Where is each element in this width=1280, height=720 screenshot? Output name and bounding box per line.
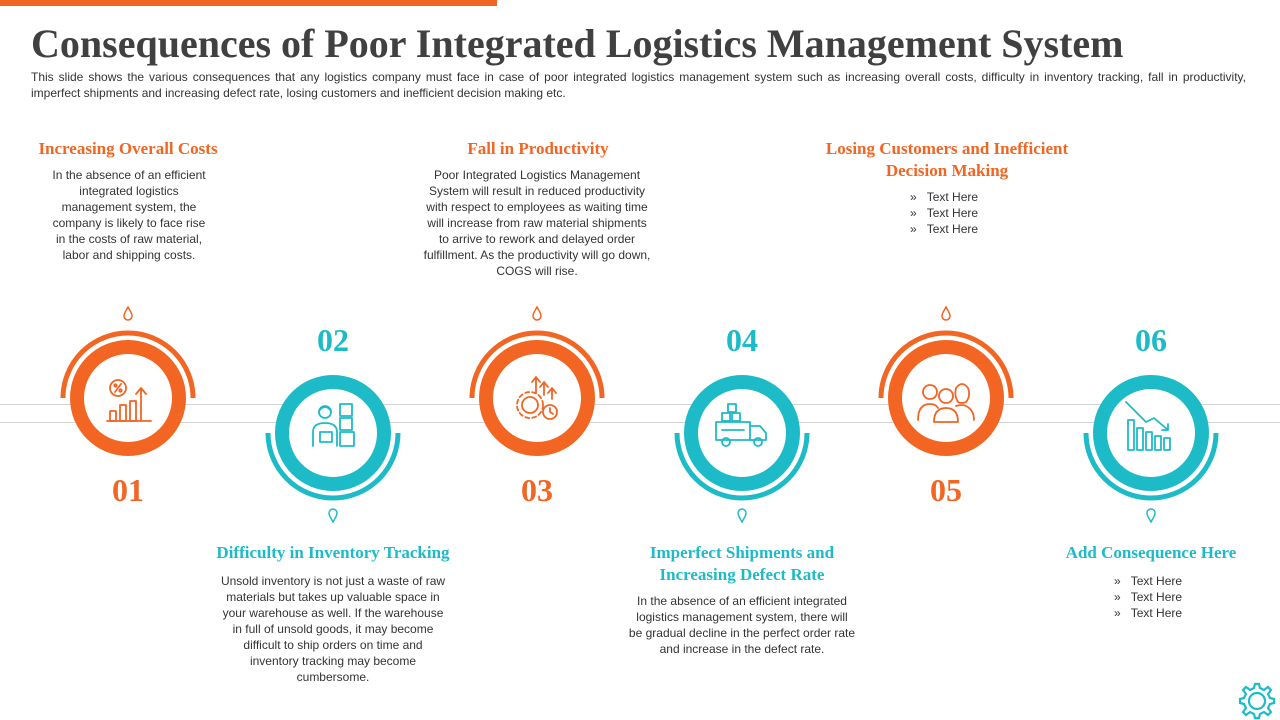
top-accent-bar-tip	[490, 0, 497, 6]
customers-group-icon	[917, 383, 975, 423]
step-06-pin-icon	[1146, 508, 1156, 523]
step-03-pin-icon	[532, 306, 542, 321]
step-04-number: 04	[726, 322, 758, 358]
step-02-description: Unsold inventory is not just a waste of …	[220, 574, 446, 684]
step-03-description: Poor Integrated Logistics Management Sys…	[423, 168, 651, 278]
step-06-number: 06	[1135, 322, 1167, 358]
slide-description: This slide shows the various consequence…	[31, 70, 1246, 100]
step-01-description: In the absence of an efficient integrate…	[52, 168, 206, 262]
percent-bar-chart-icon	[106, 379, 152, 422]
step-03-number: 03	[521, 472, 553, 508]
step-01-pin-icon	[123, 306, 133, 321]
delivery-truck-icon	[715, 403, 767, 447]
step-04-pin-icon	[737, 508, 747, 523]
step-06-bullet: Text Here	[1114, 573, 1182, 589]
step-03-heading: Fall in Productivity	[467, 139, 609, 158]
step-05-circle	[878, 330, 1014, 456]
step-06-bullet-list: Text Here Text Here Text Here	[1114, 573, 1182, 621]
step-01-heading: Increasing Overall Costs	[38, 139, 218, 158]
step-02-heading: Difficulty in Inventory Tracking	[216, 543, 450, 562]
step-01-circle	[60, 330, 196, 456]
step-04-description: In the absence of an efficient integrate…	[628, 594, 856, 656]
step-05-bullet-list: Text Here Text Here Text Here	[910, 189, 978, 237]
declining-chart-icon	[1125, 401, 1171, 451]
step-06-bullet: Text Here	[1114, 605, 1182, 621]
timeline-line-top	[0, 404, 1280, 405]
step-06-heading: Add Consequence Here	[1065, 543, 1237, 562]
step-06-bullet: Text Here	[1114, 589, 1182, 605]
step-04-heading: Imperfect Shipments and Increasing Defec…	[649, 543, 835, 584]
gear-growth-icon	[516, 376, 558, 420]
step-06-circle	[1083, 375, 1219, 501]
step-02-number: 02	[317, 322, 349, 358]
gear-icon	[1238, 682, 1276, 720]
slide-title: Consequences of Poor Integrated Logistic…	[31, 21, 1124, 66]
step-04-circle	[674, 375, 810, 501]
top-accent-bar	[0, 0, 497, 6]
step-02-pin-icon	[328, 508, 338, 523]
step-05-bullet: Text Here	[910, 221, 978, 237]
step-03-circle	[469, 330, 605, 456]
step-05-bullet: Text Here	[910, 189, 978, 205]
timeline-line-bottom	[0, 422, 1280, 423]
worker-boxes-icon	[312, 403, 355, 447]
step-01-number: 01	[112, 472, 144, 508]
step-02-circle	[265, 375, 401, 501]
step-05-number: 05	[930, 472, 962, 508]
step-05-bullet: Text Here	[910, 205, 978, 221]
step-05-pin-icon	[941, 306, 951, 321]
step-05-heading: Losing Customers and Inefficient Decisio…	[825, 139, 1069, 180]
